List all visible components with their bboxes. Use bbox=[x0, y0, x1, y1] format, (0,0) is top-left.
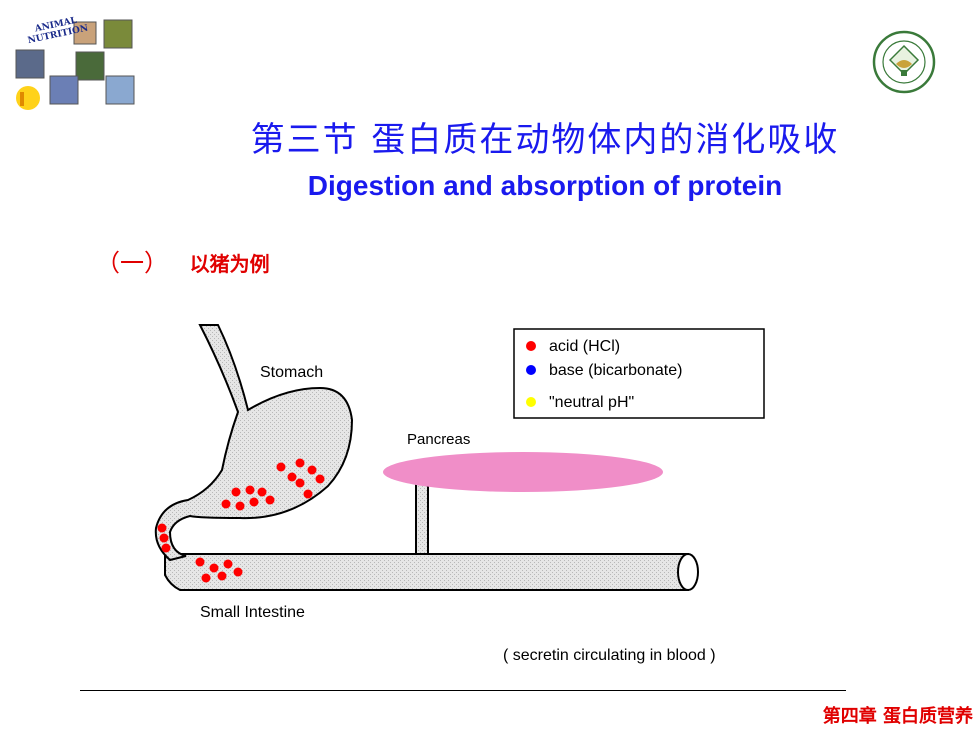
university-seal-icon bbox=[872, 30, 936, 94]
small-intestine bbox=[164, 553, 699, 591]
animal-nutrition-logo: ANIMAL NUTRITION bbox=[14, 14, 142, 114]
legend-marker-neutral bbox=[526, 397, 536, 407]
chapter-footer: 第四章 蛋白质营养 bbox=[822, 706, 973, 727]
page-title-chinese: 第三节 蛋白质在动物体内的消化吸收 bbox=[250, 120, 840, 160]
legend: acid (HCl) base (bicarbonate) "neutral p… bbox=[513, 328, 765, 419]
section-heading: （一） 以猪为例 bbox=[96, 243, 270, 278]
logo-collage-icon bbox=[15, 19, 135, 110]
pancreas-label: Pancreas bbox=[407, 431, 470, 448]
secretin-note: ( secretin circulating in blood ) bbox=[503, 647, 716, 664]
legend-marker-acid bbox=[526, 341, 536, 351]
page-title-english: Digestion and absorption of protein bbox=[307, 170, 783, 201]
legend-label-acid: acid (HCl) bbox=[549, 338, 620, 355]
acid-dots bbox=[157, 458, 325, 583]
pancreas bbox=[383, 452, 663, 492]
small-intestine-label: Small Intestine bbox=[200, 604, 305, 621]
stomach-label: Stomach bbox=[260, 364, 323, 381]
stomach bbox=[154, 324, 354, 562]
legend-marker-base bbox=[526, 365, 536, 375]
legend-box bbox=[513, 328, 765, 419]
footer-divider bbox=[80, 690, 846, 691]
legend-label-neutral: "neutral pH" bbox=[549, 394, 634, 411]
section-number: （一） bbox=[96, 249, 168, 277]
section-subtitle: 以猪为例 bbox=[189, 252, 270, 276]
legend-label-base: base (bicarbonate) bbox=[549, 362, 682, 379]
pancreatic-duct bbox=[415, 479, 429, 555]
